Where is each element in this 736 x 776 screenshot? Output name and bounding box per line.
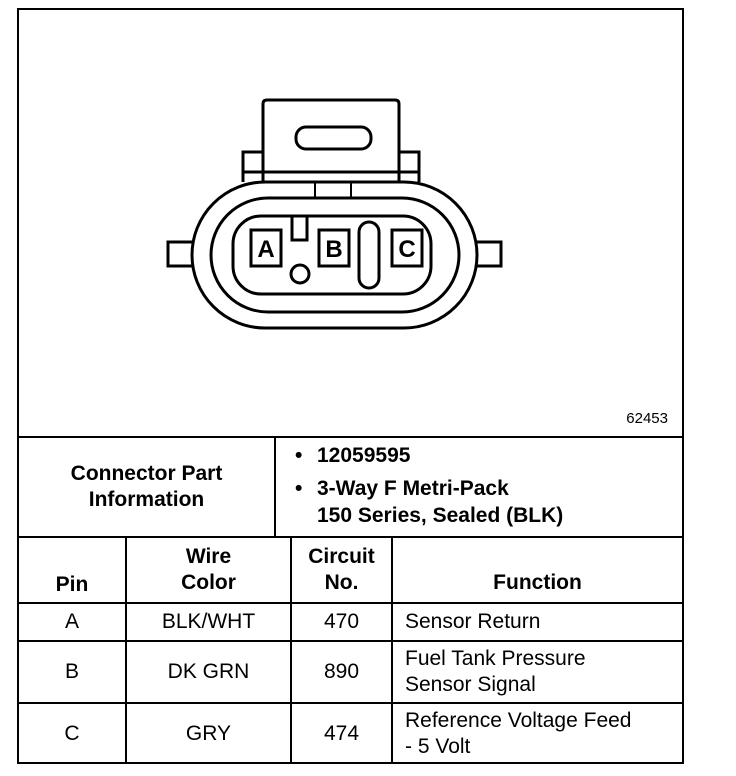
row-a-function: Sensor Return bbox=[405, 610, 541, 633]
row-b-function-line2: Sensor Signal bbox=[405, 673, 536, 696]
connector-document: A B C 62453 Connector Part Information 1… bbox=[17, 8, 684, 764]
part-info-label: Connector Part Information bbox=[19, 438, 274, 536]
row-a-circuit: 470 bbox=[323, 610, 360, 633]
rule-info-divider bbox=[274, 436, 276, 538]
header-pin: Pin bbox=[55, 573, 89, 596]
connector-drawing: A B C bbox=[166, 98, 503, 330]
row-b-function: Fuel Tank Pressure Sensor Signal bbox=[405, 642, 680, 702]
row-c-function-line2: - 5 Volt bbox=[405, 735, 471, 758]
header-wire-color-line2: Color bbox=[181, 571, 236, 594]
rule-figure-bottom bbox=[19, 436, 682, 438]
row-b-wire: DK GRN bbox=[167, 660, 250, 683]
row-c-pin: C bbox=[64, 722, 80, 745]
row-b-circuit: 890 bbox=[323, 660, 360, 683]
part-info-label-line2: Information bbox=[88, 488, 205, 511]
rule-row-a-bottom bbox=[19, 640, 682, 642]
header-circuit-no: Circuit No. bbox=[292, 538, 391, 602]
row-c-function: Reference Voltage Feed - 5 Volt bbox=[405, 704, 680, 764]
row-b-function-line1: Fuel Tank Pressure bbox=[405, 647, 586, 670]
rule-info-bottom bbox=[19, 536, 682, 538]
header-wire-color: Wire Color bbox=[127, 538, 290, 602]
cavity-label-a: A bbox=[257, 236, 274, 263]
header-wire-color-line1: Wire bbox=[185, 545, 232, 568]
header-function: Function bbox=[493, 571, 582, 594]
row-c-function-line1: Reference Voltage Feed bbox=[405, 709, 632, 732]
rule-col-pin bbox=[125, 536, 127, 764]
figure-number: 62453 bbox=[626, 410, 668, 427]
row-b-pin: B bbox=[64, 660, 79, 683]
cavity-label-b: B bbox=[325, 236, 342, 263]
header-circuit-line1: Circuit bbox=[308, 545, 375, 568]
row-a-pin: A bbox=[64, 610, 79, 633]
part-info-values: 12059595 3-Way F Metri-Pack 150 Series, … bbox=[291, 442, 681, 534]
row-c-circuit: 474 bbox=[323, 722, 360, 745]
rule-col-wire bbox=[290, 536, 292, 764]
header-circuit-line2: No. bbox=[324, 571, 359, 594]
connector-illustration: A B C 62453 bbox=[19, 10, 682, 438]
row-a-wire: BLK/WHT bbox=[161, 610, 256, 633]
rule-col-circuit bbox=[391, 536, 393, 764]
part-description-item: 3-Way F Metri-Pack 150 Series, Sealed (B… bbox=[291, 475, 563, 529]
rule-header-bottom bbox=[19, 602, 682, 604]
part-info-label-line1: Connector Part bbox=[70, 462, 223, 485]
cavity-label-c: C bbox=[398, 236, 415, 263]
rule-row-b-bottom bbox=[19, 702, 682, 704]
row-c-wire: GRY bbox=[185, 722, 232, 745]
part-info-list: 12059595 3-Way F Metri-Pack 150 Series, … bbox=[291, 442, 563, 529]
part-number-item: 12059595 bbox=[291, 442, 563, 469]
